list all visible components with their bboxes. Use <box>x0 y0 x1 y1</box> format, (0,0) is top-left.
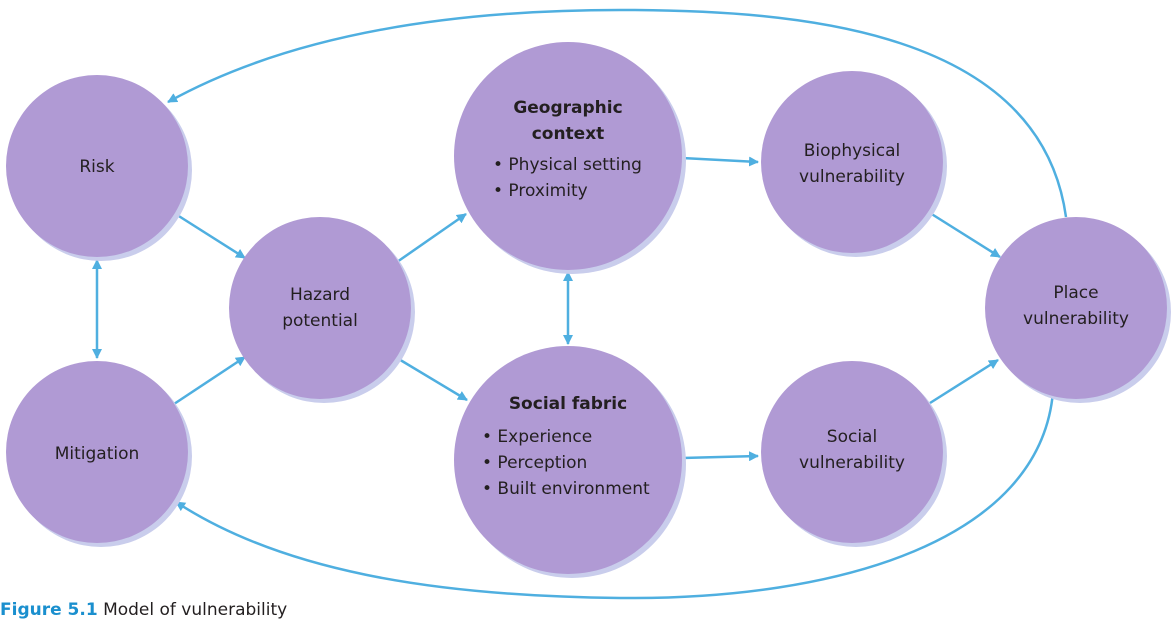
figure-caption-text: Model of vulnerability <box>97 600 288 619</box>
node-social-bullet-1: • Experience <box>482 427 592 447</box>
node-social-bullet-2: • Perception <box>482 453 587 473</box>
node-biophysical-vulnerability: Biophysical vulnerability <box>761 71 947 257</box>
node-geo-bullet-1: • Physical setting <box>493 155 642 175</box>
node-place-label-line2: vulnerability <box>1023 309 1129 329</box>
node-geo-title-line1: Geographic <box>513 98 622 118</box>
arrow-socialvuln-to-place <box>929 358 999 405</box>
node-social-fabric: Social fabric • Experience • Perception … <box>454 346 686 578</box>
node-mitigation: Mitigation <box>6 361 192 547</box>
node-place-label-line1: Place <box>1053 283 1098 303</box>
arrow-biophysical-to-place <box>929 211 1001 259</box>
node-geo-title-line2: context <box>532 124 605 144</box>
node-hazard-label-line2: potential <box>282 311 358 331</box>
node-biophysical-label-line2: vulnerability <box>799 167 905 187</box>
arrow-hazard-to-geo <box>396 212 467 264</box>
node-social-bullet-3: • Built environment <box>482 479 650 499</box>
node-social-title: Social fabric <box>509 394 627 414</box>
node-hazard-potential: Hazard potential <box>229 217 415 403</box>
node-socialvuln-label-line1: Social <box>827 427 877 447</box>
node-geo-bullet-2: • Proximity <box>493 181 588 201</box>
arrow-risk-to-hazard <box>173 211 246 260</box>
arrow-place-to-mitigation <box>175 391 1055 600</box>
node-risk: Risk <box>6 75 192 261</box>
node-hazard-label-line1: Hazard <box>290 285 350 305</box>
node-social-vulnerability: Social vulnerability <box>761 361 947 547</box>
node-risk-label: Risk <box>79 157 114 177</box>
node-mitigation-label: Mitigation <box>55 444 140 464</box>
figure-caption: Figure 5.1 Model of vulnerability <box>0 597 287 619</box>
arrow-mitigation-to-hazard <box>173 355 246 406</box>
node-place-vulnerability: Place vulnerability <box>985 217 1171 403</box>
connector-arrows <box>92 8 1068 600</box>
node-biophysical-label-line1: Biophysical <box>804 141 900 161</box>
arrow-place-to-risk <box>167 8 1068 218</box>
arrow-geo-to-biophysical <box>681 156 759 167</box>
figure-caption-label: Figure 5.1 <box>0 600 98 619</box>
node-geographic-context: Geographic context • Physical setting • … <box>454 42 686 274</box>
node-socialvuln-label-line2: vulnerability <box>799 453 905 473</box>
arrow-social-to-socialvuln <box>681 451 759 462</box>
arrow-hazard-to-social <box>396 356 468 402</box>
